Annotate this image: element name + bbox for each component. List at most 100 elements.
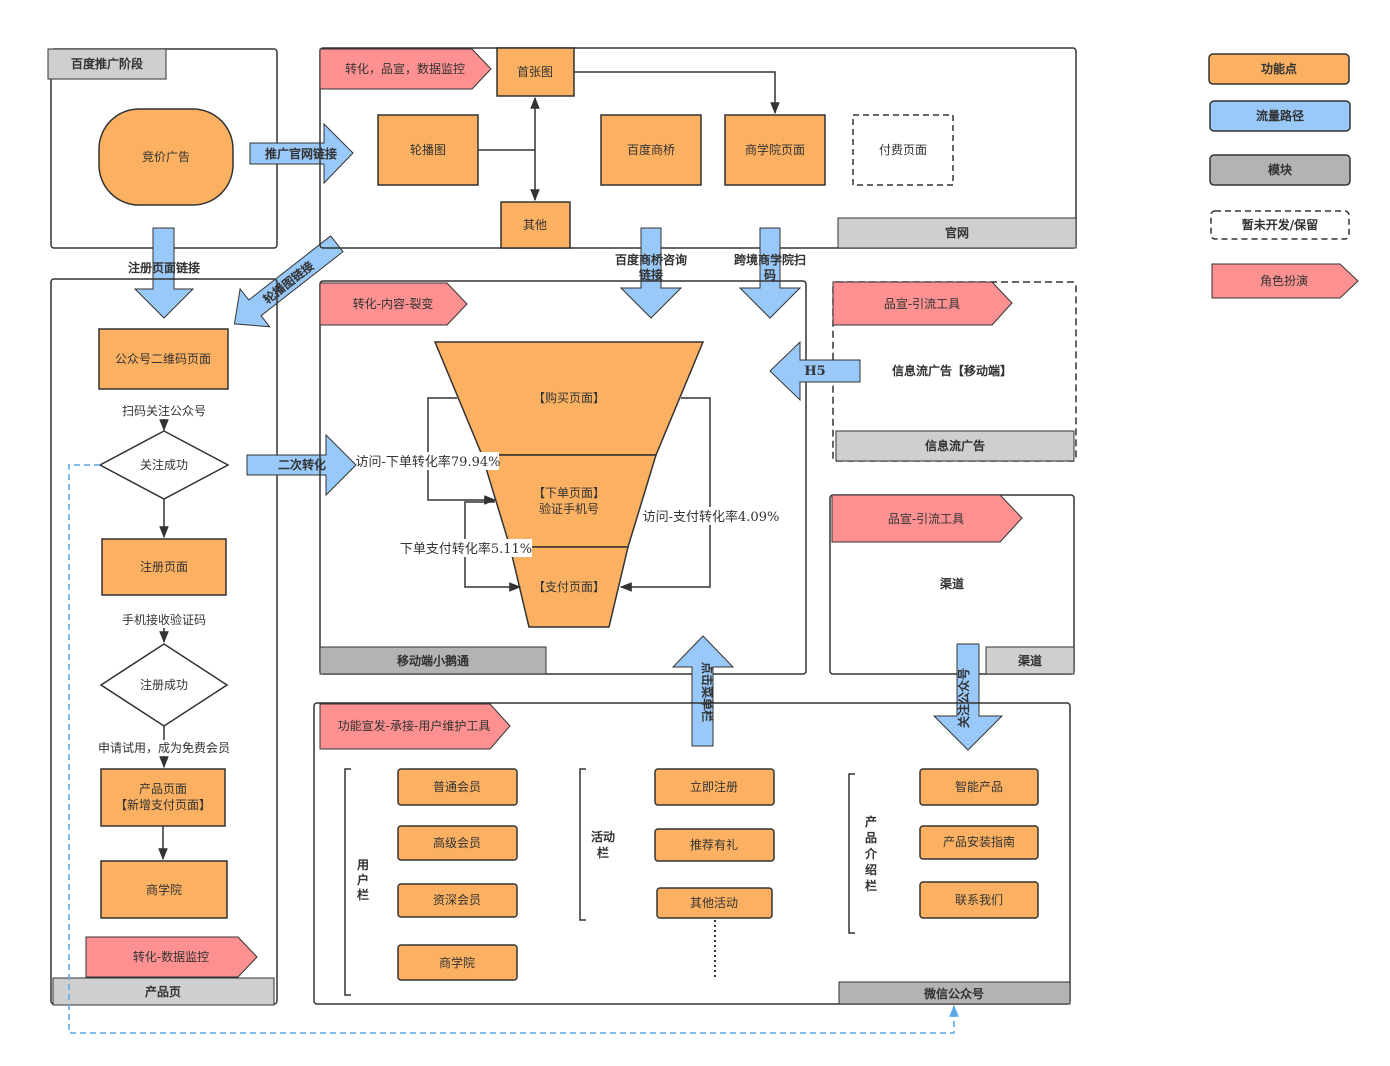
qr-page-node <box>98 328 229 390</box>
user-item: 高级会员 <box>433 835 481 850</box>
product-item: 产品安装指南 <box>943 834 1015 849</box>
scan-follow-label: 扫码关注公众号 <box>122 403 206 418</box>
menu-click-arrow <box>671 635 735 747</box>
product-page-node <box>100 768 226 827</box>
product-item: 智能产品 <box>955 779 1003 794</box>
user-item-node <box>397 825 518 861</box>
legend-reserved-swatch <box>1210 210 1350 240</box>
product-item: 联系我们 <box>955 892 1003 907</box>
mobile-module-bar <box>319 646 547 675</box>
official-role-label: 转化，品宣，数据监控 <box>345 61 465 76</box>
activity-col-label: 活动 栏 <box>591 829 615 860</box>
product-col-char-5: 栏 <box>865 878 877 893</box>
product-col-label: 产 品 介 绍 栏 <box>864 814 878 893</box>
product-role-tag <box>85 936 258 978</box>
activity-col-line-2: 栏 <box>597 845 609 860</box>
official-link-label: 推广官网链接 <box>265 146 337 161</box>
to-academy-arrow <box>574 71 780 115</box>
baidu-stage: 百度推广阶段 竞价广告 <box>47 48 278 249</box>
follow-account-label: 关注公众号 <box>956 668 971 728</box>
sms-code-label: 手机接收验证码 <box>122 612 206 627</box>
channel-role-label: 品宣-引流工具 <box>888 511 964 526</box>
activity-item: 立即注册 <box>690 779 738 794</box>
academy-node <box>100 860 228 919</box>
official-module-bar <box>837 217 1077 249</box>
product-module-bar <box>52 977 275 1006</box>
legend-feature-label: 功能点 <box>1261 61 1297 76</box>
follow-to-wechat-dashed-arrow <box>68 464 959 1034</box>
buy-page-label: 【购买页面】 <box>533 390 605 405</box>
visit-pay-rate: 访问-支付转化率4.09% <box>643 509 780 525</box>
bridge-consult-arrow <box>619 227 683 319</box>
official-role-tag <box>319 48 492 90</box>
wechat-frame <box>313 702 1071 1005</box>
mobile-section: 转化-内容-裂变 【购买页面】 【下单页面】 验证手机号 【支付页面】 访问-下… <box>319 280 807 675</box>
product-page-section: 公众号二维码页面 扫码关注公众号 关注成功 注册页面 手机接收验证码 注册成功 … <box>50 278 278 1006</box>
register-link-arrow <box>133 227 195 319</box>
bid-ad-label: 竞价广告 <box>142 150 190 164</box>
legend-module-label: 模块 <box>1268 162 1293 177</box>
qr-page-label: 公众号二维码页面 <box>115 352 211 366</box>
user-item: 商学院 <box>439 955 475 970</box>
legend-role-swatch <box>1211 263 1359 299</box>
pay-page-label: 【支付页面】 <box>533 580 605 594</box>
second-conversion-label: 二次转化 <box>278 457 326 472</box>
product-col-char-3: 介 <box>864 846 878 861</box>
activity-item: 其他活动 <box>690 896 738 910</box>
product-item-node <box>919 825 1039 860</box>
user-item-node <box>397 768 518 806</box>
academy-label: 商学院 <box>146 882 182 897</box>
channel-section: 品宣-引流工具 渠道 渠道 <box>829 494 1075 675</box>
register-page-node <box>101 538 227 596</box>
user-col-char-1: 用 <box>356 858 369 872</box>
order-pay-bg <box>400 539 532 557</box>
product-col-char-2: 品 <box>865 831 877 845</box>
wechat-role-label: 功能宣发-承接-用户维护工具 <box>338 718 491 733</box>
channel-module-bar <box>985 646 1075 675</box>
mobile-role-tag <box>319 282 468 326</box>
legend-reserved-label: 暂未开发/保留 <box>1242 217 1318 232</box>
order-page-label-1: 【下单页面】 <box>533 486 605 500</box>
other-node <box>500 201 571 249</box>
user-item-node <box>397 883 518 918</box>
baidu-bridge-label: 百度商桥 <box>627 142 675 157</box>
wechat-module-label: 微信公众号 <box>923 986 984 1001</box>
feed-ad-section: 品宣-引流工具 信息流广告【移动端】 信息流广告 <box>832 281 1077 462</box>
product-role-label: 转化-数据监控 <box>133 949 209 964</box>
product-module-label: 产品页 <box>145 984 181 999</box>
scan-code-arrow <box>738 227 802 319</box>
mobile-frame <box>319 280 807 675</box>
wechat-section: 功能宣发-承接-用户维护工具 用 户 栏 普通会员 高级会员 资深会员 商学院 … <box>313 702 1071 1005</box>
baidu-tab <box>47 48 167 80</box>
follow-ok-label: 关注成功 <box>140 457 188 472</box>
academy-page-label: 商学院页面 <box>745 142 805 157</box>
menu-click-label: 点击菜单栏 <box>700 662 715 722</box>
register-page-label: 注册页面 <box>140 559 188 574</box>
bridge-consult-label-1: 百度商桥咨询 <box>615 252 687 267</box>
user-col-bracket <box>344 768 351 996</box>
banner-link-label: 轮播图链接 <box>260 258 317 307</box>
activity-item: 推荐有礼 <box>690 837 738 852</box>
channel-role-tag <box>831 494 1023 543</box>
mobile-module-label: 移动端小鹅通 <box>397 653 469 668</box>
other-label: 其他 <box>523 218 547 232</box>
activity-item-node <box>654 768 775 806</box>
product-col-char-1: 产 <box>865 814 877 829</box>
visit-order-rate: 访问-下单转化率79.94% <box>356 454 501 470</box>
activity-col-bracket <box>579 768 586 921</box>
feed-ad-module-label: 信息流广告 <box>925 438 985 453</box>
feed-ad-role-label: 品宣-引流工具 <box>884 296 960 311</box>
channel-content: 渠道 <box>940 576 964 591</box>
mobile-role-label: 转化-内容-裂变 <box>353 296 434 311</box>
paid-page-node <box>852 114 954 186</box>
official-module-label: 官网 <box>945 225 969 240</box>
visit-pay-connector <box>619 397 711 592</box>
wechat-role-tag <box>319 703 511 750</box>
activity-item-node <box>656 887 773 919</box>
product-col-bracket <box>848 773 855 934</box>
user-col-char-3: 栏 <box>357 887 369 902</box>
order-page-label-2: 验证手机号 <box>539 501 599 516</box>
legend-traffic-label: 流量路径 <box>1256 108 1304 123</box>
user-item: 普通会员 <box>433 780 481 794</box>
